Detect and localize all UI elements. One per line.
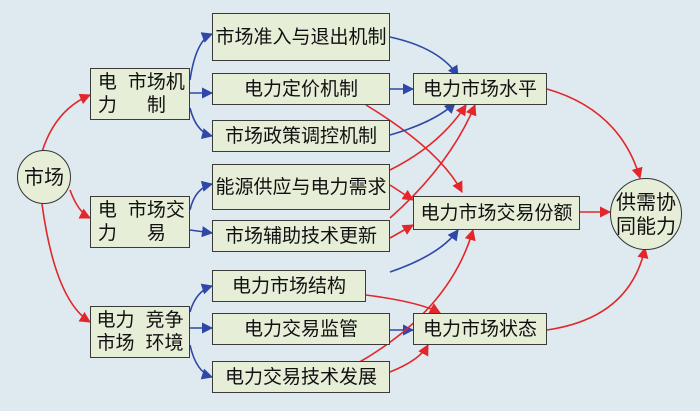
node-coordination-capacity-line1: 供需协: [616, 190, 676, 214]
node-market-label: 市场: [24, 165, 64, 189]
node-power-market-competition: 电力市场 竞争环境: [90, 306, 190, 358]
node-market-level: 电力市场水平: [413, 73, 547, 105]
arrow-structure-to-share: [389, 229, 459, 273]
node-power-market-competition-line1: 电力市场: [96, 309, 135, 354]
arrow-mechanism-to-entry: [189, 32, 214, 81]
node-power-market-trade-line2: 市场交易: [127, 199, 185, 244]
node-pricing-mechanism: 电力定价机制: [212, 73, 390, 105]
node-market-entry-exit-line2: 与退出机制: [291, 25, 387, 48]
node-coordination-capacity: 供需协 同能力: [610, 178, 682, 250]
arrow-environment-to-tech: [189, 344, 214, 380]
node-supply-demand-line2: 与电力需求: [291, 175, 387, 198]
arrow-tech-to-state: [389, 344, 429, 373]
arrow-market-to-mechanism: [41, 93, 92, 153]
arrow-supply-to-level: [389, 104, 467, 171]
arrow-supply-to-share: [389, 184, 414, 201]
arrow-aux-to-share: [389, 224, 414, 239]
node-auxiliary-tech-label: 市场辅助技术更新: [224, 224, 377, 247]
node-policy-regulation-label: 市场政策调控机制: [224, 124, 377, 147]
arrow-market-to-trade: [69, 189, 92, 219]
node-policy-regulation: 市场政策调控机制: [212, 120, 390, 152]
arrow-trade-to-supply: [189, 180, 214, 211]
node-power-market-competition-line2: 竞争环境: [145, 309, 184, 354]
node-market-state-label: 电力市场状态: [422, 317, 537, 340]
arrow-structure-to-state: [365, 294, 441, 314]
node-market-level-label: 电力市场水平: [422, 77, 537, 100]
node-trade-tech-development: 电力交易技术发展: [212, 361, 390, 393]
node-power-market-mechanism: 电力 市场机制: [90, 68, 190, 120]
node-trade-supervision-label: 电力交易监管: [243, 317, 358, 340]
node-market-state: 电力市场状态: [413, 313, 547, 345]
node-trade-tech-development-label: 电力交易技术发展: [224, 365, 377, 388]
arrow-entry-to-level: [389, 36, 459, 77]
arrow-trade-to-aux: [189, 226, 214, 238]
arrow-market-to-environment: [41, 203, 91, 323]
node-supply-demand-line1: 能源供应: [215, 175, 292, 198]
node-power-market-trade-line1: 电力: [97, 199, 117, 244]
node-coordination-capacity-line2: 同能力: [616, 214, 676, 238]
arrow-pricing-to-share: [365, 104, 463, 193]
node-trade-share: 电力市场交易份额: [413, 196, 580, 230]
node-auxiliary-tech: 市场辅助技术更新: [212, 220, 390, 252]
arrow-aux-to-level: [389, 103, 477, 219]
node-supply-demand: 能源供应 与电力需求: [212, 164, 390, 210]
node-trade-share-label: 电力市场交易份额: [420, 201, 573, 224]
node-pricing-mechanism-label: 电力定价机制: [243, 77, 358, 100]
node-market-structure-label: 电力市场结构: [231, 274, 346, 297]
arrow-level-to-coop: [546, 88, 643, 180]
arrow-tech-to-share: [357, 228, 476, 364]
node-market-structure: 电力市场结构: [212, 270, 366, 302]
node-market-entry-exit: 市场准入 与退出机制: [212, 13, 390, 61]
node-power-market-trade: 电力 市场交易: [90, 196, 190, 248]
arrow-environment-to-structure: [189, 283, 214, 313]
node-power-market-mechanism-line2: 市场机制: [127, 71, 185, 116]
node-market: 市场: [17, 150, 71, 204]
node-market-entry-exit-line1: 市场准入: [215, 25, 292, 48]
arrow-mechanism-to-policy: [189, 107, 214, 139]
arrow-policy-to-level: [389, 102, 456, 136]
node-trade-supervision: 电力交易监管: [212, 313, 390, 345]
node-power-market-mechanism-line1: 电力: [97, 71, 117, 116]
arrow-state-to-coop: [546, 246, 649, 331]
